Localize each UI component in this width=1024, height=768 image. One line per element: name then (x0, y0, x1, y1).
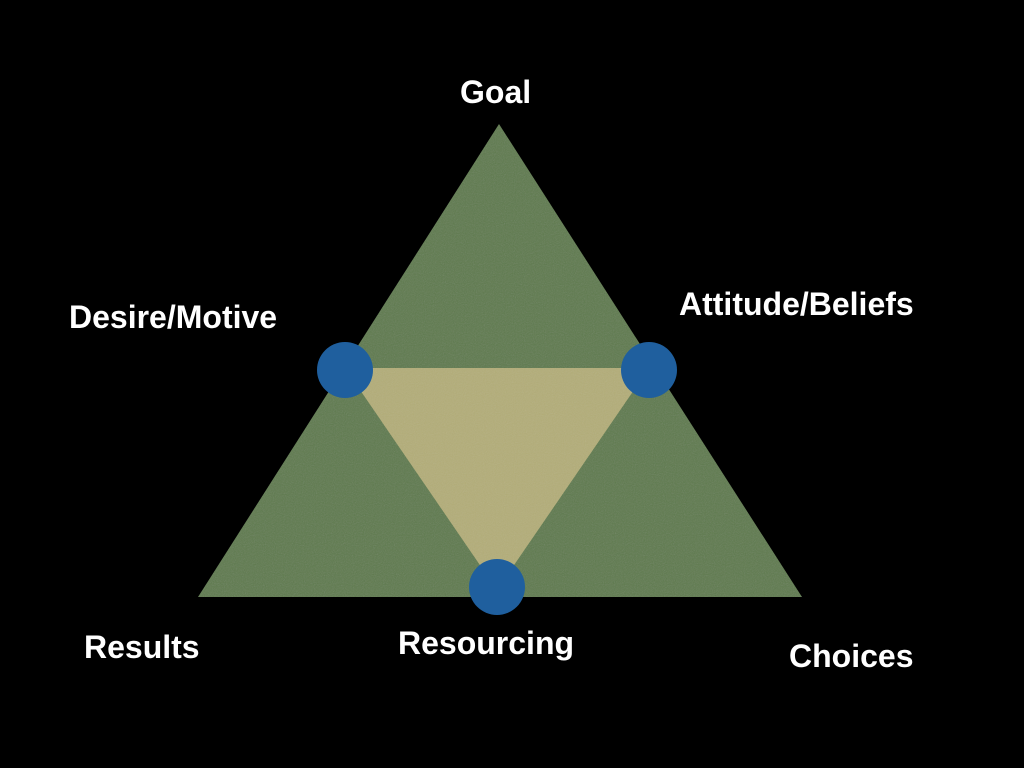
label-results: Results (84, 629, 200, 665)
label-goal: Goal (460, 74, 532, 110)
node-resourcing (469, 559, 525, 615)
label-choices: Choices (789, 638, 914, 674)
node-attitude-beliefs (621, 342, 677, 398)
node-desire-motive (317, 342, 373, 398)
inner-triangle (345, 368, 649, 590)
outer-triangle (198, 124, 802, 597)
label-attitude-beliefs: Attitude/Beliefs (679, 286, 914, 322)
label-resourcing: Resourcing (398, 625, 575, 661)
label-desire-motive: Desire/Motive (69, 299, 278, 335)
